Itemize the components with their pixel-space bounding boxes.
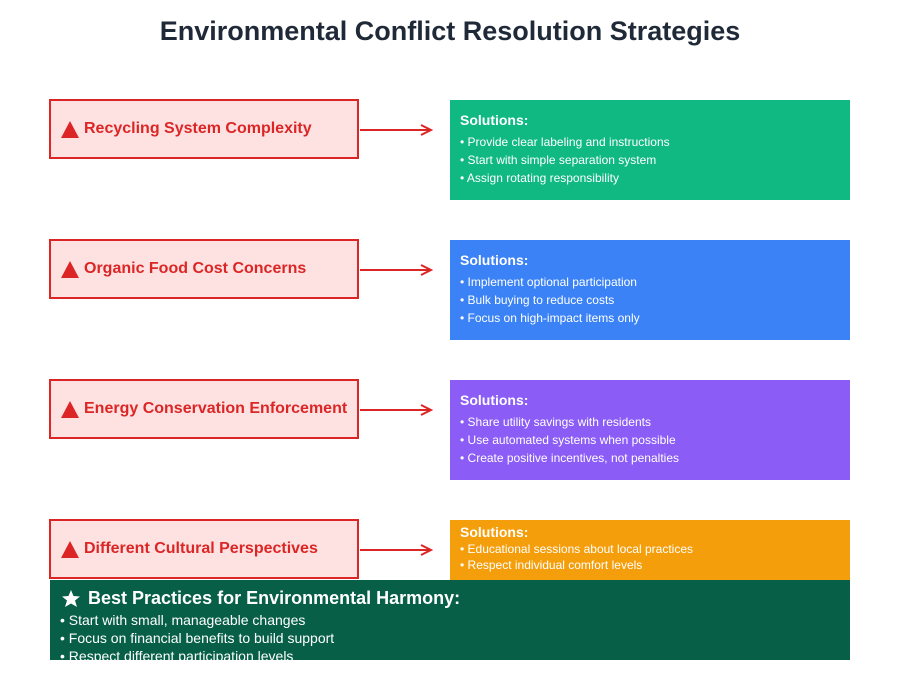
problem-box: Energy Conservation Enforcement [49,379,359,439]
problem-box: Recycling System Complexity [49,99,359,159]
best-practice-item: • Start with small, manageable changes [60,612,306,628]
solution-item: • Respect individual comfort levels [460,558,643,572]
problem-box: Different Cultural Perspectives [49,519,359,579]
solutions-title: Solutions: [460,524,529,540]
solution-item: • Provide clear labeling and instruction… [460,135,670,149]
solution-item: • Start with simple separation system [460,153,657,167]
warning-icon [61,120,79,138]
best-practice-item: • Respect different participation levels [60,648,294,660]
solution-item: • Assign rotating responsibility [460,171,619,185]
solution-item: • Use automated systems when possible [460,433,676,447]
warning-icon [61,260,79,278]
solution-item: • Educational sessions about local pract… [460,542,693,556]
problem-label: Energy Conservation Enforcement [84,400,348,417]
star-icon [62,589,80,607]
arrow-icon [360,404,434,416]
problem-label: Organic Food Cost Concerns [84,260,307,277]
arrow-icon [360,264,434,276]
solutions-box: Solutions: • Implement optional participa… [450,240,850,340]
best-practice-item: • Focus on financial benefits to build s… [60,630,335,646]
problem-label: Different Cultural Perspectives [84,540,318,557]
solutions-title: Solutions: [460,252,529,268]
page-title: Environmental Conflict Resolution Strate… [159,16,741,46]
best-practices-box: Best Practices for Environmental Harmony… [50,580,850,660]
warning-icon [61,400,79,418]
solutions-title: Solutions: [460,392,529,408]
problem-box: Organic Food Cost Concerns [49,239,359,299]
solution-item: • Share utility savings with residents [460,415,651,429]
solution-item: • Create positive incentives, not penalt… [460,451,679,465]
solutions-title: Solutions: [460,112,529,128]
solutions-box: Solutions: • Share utility savings with r… [450,380,850,480]
solution-item: • Implement optional participation [460,275,637,289]
solution-item: • Bulk buying to reduce costs [460,293,615,307]
solutions-box: Solutions: • Provide clear labeling and i… [450,100,850,200]
warning-icon [61,540,79,558]
problem-label: Recycling System Complexity [84,120,312,137]
best-practices-title: Best Practices for Environmental Harmony… [88,588,461,608]
solution-item: • Focus on high-impact items only [460,311,640,325]
arrow-icon [360,544,434,556]
arrow-icon [360,124,434,136]
